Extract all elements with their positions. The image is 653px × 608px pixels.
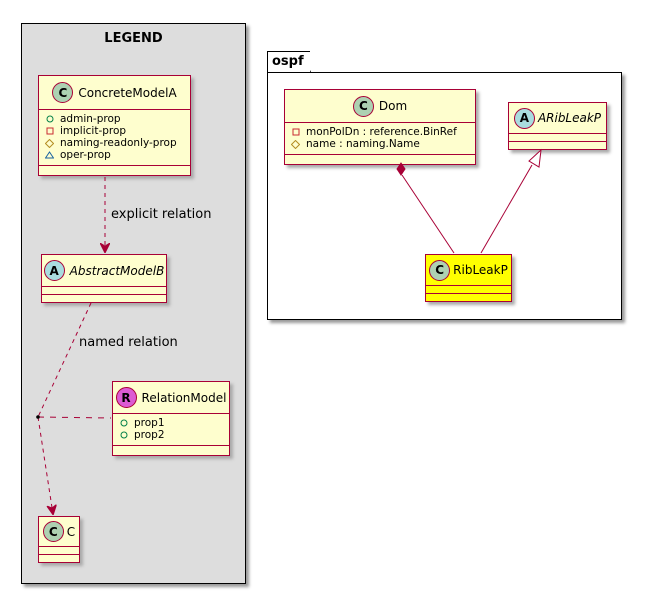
class-dom[interactable]: C Dom monPolDn : reference.BinRef name :…	[284, 89, 476, 165]
class-rib-leakp[interactable]: C RibLeakP	[425, 254, 512, 302]
class-c[interactable]: C C	[38, 516, 80, 563]
attribute-text: oper-prop	[60, 149, 111, 161]
private-visibility-icon	[45, 127, 54, 136]
public-visibility-icon	[119, 431, 128, 440]
class-stereotype-icon: C	[429, 259, 451, 281]
class-stereotype-icon: C	[352, 95, 374, 117]
class-stereotype-icon: R	[115, 387, 137, 408]
class-name: RibLeakP	[453, 263, 508, 277]
explicit-relation-label: explicit relation	[111, 207, 212, 222]
attribute-text: implicit-prop	[60, 125, 127, 137]
class-name: RelationModel	[141, 390, 227, 405]
class-stereotype-icon: A	[43, 260, 65, 281]
attribute-row: prop2	[119, 429, 223, 441]
public-visibility-icon	[45, 115, 54, 124]
attribute-text: monPolDn : reference.BinRef	[306, 126, 457, 138]
public-visibility-icon	[119, 419, 128, 428]
named-relation-label: named relation	[79, 335, 178, 350]
class-name: Dom	[378, 99, 408, 113]
class-name: ConcreteModelA	[78, 85, 177, 100]
class-stereotype-icon: C	[52, 82, 74, 103]
attribute-row: prop1	[119, 417, 223, 429]
private-visibility-icon	[291, 128, 300, 137]
attribute-row: implicit-prop	[45, 125, 184, 137]
attribute-text: prop1	[134, 417, 165, 429]
class-name: C	[66, 524, 76, 539]
package-tab-ospf: ospf	[267, 51, 320, 72]
attribute-row: naming-readonly-prop	[45, 137, 184, 149]
legend-title: LEGEND	[104, 31, 163, 46]
class-stereotype-icon: A	[513, 107, 535, 129]
attribute-text: name : naming.Name	[306, 138, 420, 150]
class-abstract-model-b[interactable]: A AbstractModelB	[41, 254, 167, 303]
class-name: AbstractModelB	[69, 263, 165, 278]
class-stereotype-icon: C	[42, 521, 64, 542]
package-visibility-icon	[45, 151, 54, 160]
attribute-row: admin-prop	[45, 113, 184, 125]
class-arib-leakp[interactable]: A ARibLeakP	[508, 102, 607, 150]
protected-visibility-icon	[291, 139, 300, 149]
association-junction-dot	[36, 415, 40, 419]
composition-line	[401, 174, 455, 254]
attribute-text: naming-readonly-prop	[60, 137, 177, 149]
class-name: ARibLeakP	[537, 111, 602, 125]
class-relation-model[interactable]: R RelationModel prop1 prop2	[112, 381, 230, 456]
attribute-text: prop2	[134, 429, 165, 441]
inheritance-line	[480, 164, 533, 254]
class-concrete-model-a[interactable]: C ConcreteModelA admin-prop implicit-pro…	[38, 75, 191, 176]
named-relation-line	[37, 302, 92, 418]
composition-diamond-icon	[396, 162, 406, 176]
attribute-row: name : naming.Name	[291, 138, 469, 150]
protected-visibility-icon	[45, 138, 54, 148]
inheritance-triangle-icon	[528, 148, 542, 168]
attribute-row: oper-prop	[45, 149, 184, 161]
attribute-row: monPolDn : reference.BinRef	[291, 126, 469, 138]
attribute-text: admin-prop	[60, 113, 121, 125]
association-class-link	[37, 416, 112, 419]
named-relation-arrow	[37, 416, 53, 514]
